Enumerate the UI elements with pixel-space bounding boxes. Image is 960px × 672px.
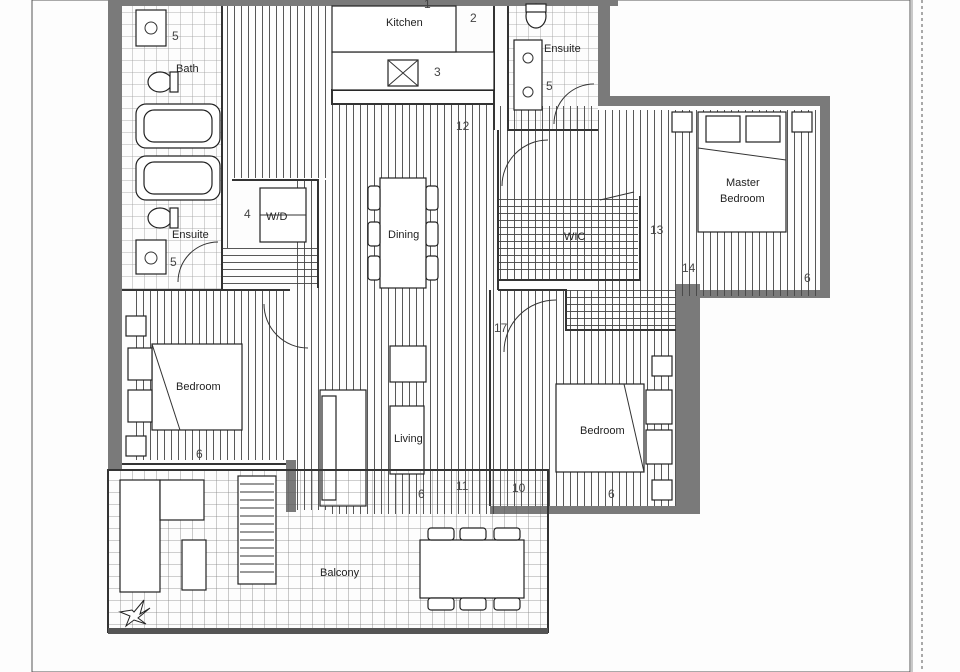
plant-icon [118,599,151,628]
marker: 2 [470,11,477,25]
label-ensuite-top: Ensuite [544,43,581,55]
left-bedroom-bed [125,315,243,457]
marker: 6 [196,447,203,461]
label-bedroom-right: Bedroom [580,425,625,437]
marker: 5 [170,255,177,269]
label-master-2: Bedroom [720,193,765,205]
label-kitchen: Kitchen [386,17,423,29]
label-living: Living [394,433,423,445]
marker: 11 [456,479,469,493]
door-swings [177,83,635,353]
label-balcony: Balcony [320,567,360,579]
balcony [107,469,549,634]
marker: 5 [172,29,179,43]
marker: 5 [546,79,553,93]
marker: 10 [512,481,526,495]
toilets [147,3,547,229]
label-bath: Bath [176,63,199,75]
outer-walls [108,0,830,514]
label-ensuite-left: Ensuite [172,229,209,241]
label-bedroom-left: Bedroom [176,381,221,393]
label-master-1: Master [726,177,760,189]
marker: 4 [244,207,251,221]
marker: 3 [434,65,441,79]
marker: 6 [418,487,425,501]
markers: 1 2 3 5 5 4 5 12 13 6 14 17 6 6 11 10 6 [170,0,811,501]
kitchen-counter [331,5,457,53]
dining-set [367,177,439,289]
interior-walls [122,6,676,506]
right-bedroom-bed [555,355,673,501]
marker: 12 [456,119,470,133]
marker: 13 [650,223,664,237]
marker: 17 [494,321,508,335]
label-wd: W/D [266,211,287,223]
marker: 14 [682,261,696,275]
master-bed [671,111,813,233]
label-dining: Dining [388,229,419,241]
marker: 6 [804,271,811,285]
bathtubs [135,103,221,201]
vanities [135,9,543,275]
label-wic: WIC [564,231,585,243]
marker: 1 [424,0,431,11]
page-frame [31,0,911,672]
marker: 6 [608,487,615,501]
